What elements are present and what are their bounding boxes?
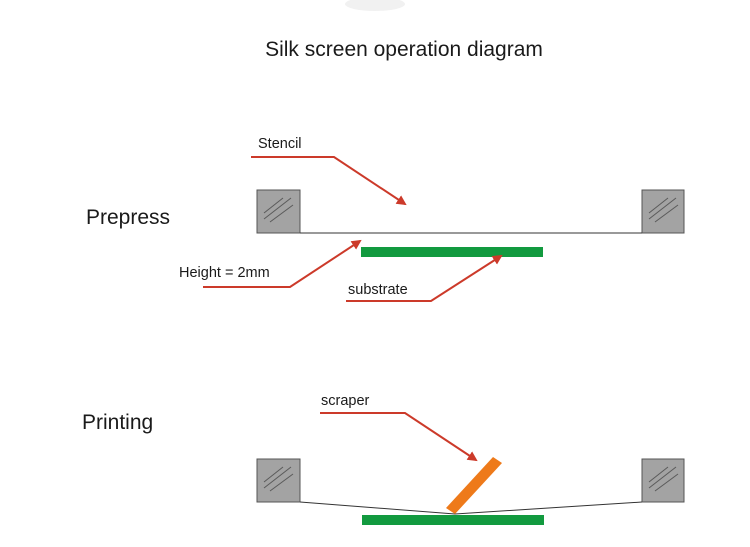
diagram-title: Silk screen operation diagram [265, 38, 543, 61]
printing-stencil-mesh [299, 501, 643, 515]
printing-section: Printing scraper [82, 393, 685, 525]
scraper-blade [446, 457, 502, 514]
height-callout-arrow [203, 239, 362, 288]
top-smudge [345, 0, 405, 11]
prepress-section: Prepress Stencil Height = 2mm substrate [86, 136, 685, 302]
stencil-callout-arrow [251, 156, 407, 206]
prepress-left-frame [256, 189, 301, 234]
prepress-right-frame [641, 189, 685, 234]
substrate-callout-label: substrate [348, 282, 408, 298]
scraper-callout-arrow [320, 412, 478, 462]
printing-substrate [362, 515, 544, 525]
height-callout-label: Height = 2mm [179, 265, 270, 281]
prepress-substrate [361, 247, 543, 257]
printing-label: Printing [82, 411, 153, 434]
prepress-label: Prepress [86, 206, 170, 229]
printing-left-frame [256, 458, 301, 503]
printing-right-frame [641, 458, 685, 503]
substrate-callout-arrow [346, 254, 503, 302]
scraper-callout-label: scraper [321, 393, 370, 409]
stencil-callout-label: Stencil [258, 136, 302, 152]
